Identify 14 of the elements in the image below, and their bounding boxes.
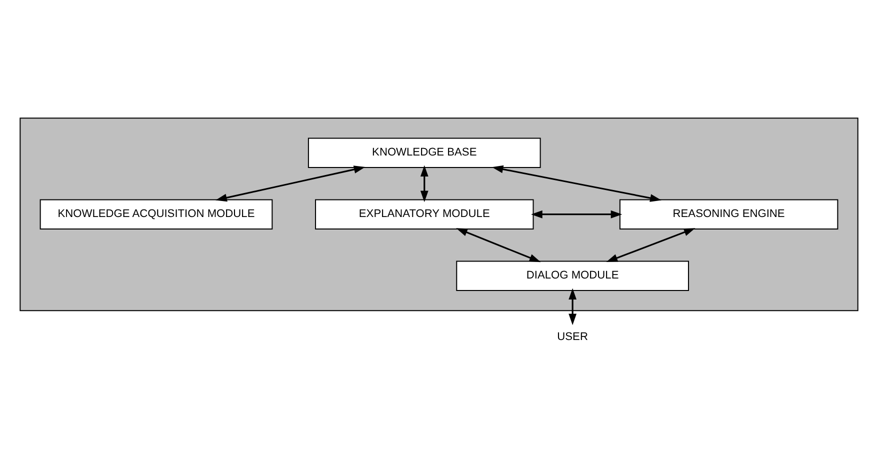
node-text: USER — [557, 330, 588, 343]
arrow — [420, 164, 428, 202]
node-box: KNOWLEDGE BASE — [308, 137, 541, 168]
arrow — [606, 228, 696, 262]
node-box: EXPLANATORY MODULE — [315, 198, 534, 229]
arrow — [568, 288, 577, 325]
node-box: KNOWLEDGE ACQUISITION MODULE — [40, 198, 273, 229]
cluster — [20, 117, 858, 311]
node-box: DIALOG MODULE — [456, 260, 689, 290]
arrow — [492, 164, 662, 202]
arrow — [456, 228, 541, 262]
arrow — [216, 165, 366, 202]
arrow — [531, 210, 622, 218]
node-box: REASONING ENGINE — [619, 198, 838, 229]
